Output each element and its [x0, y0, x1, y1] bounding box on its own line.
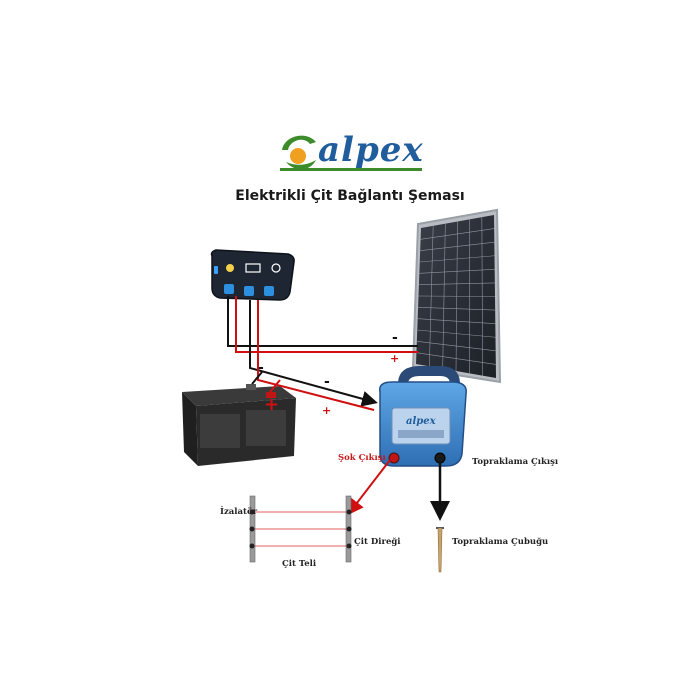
- insulator-left-top: [249, 509, 255, 515]
- wire-controller-negative: [249, 300, 378, 407]
- battery-terminal-negative: [246, 384, 256, 390]
- logo-swoosh-icon: [282, 135, 316, 150]
- solar-panel-gridline: [420, 241, 495, 251]
- controller-battery-icon: [245, 263, 261, 273]
- energizer-ground-terminal: [434, 452, 446, 464]
- brand-name: alpex: [318, 130, 424, 170]
- solar-panel-gridline: [419, 255, 495, 263]
- solar-panel-grid: [416, 217, 496, 376]
- controller-terminal-2: [244, 286, 254, 296]
- logo-ground-icon: [280, 168, 422, 171]
- energizer-badge: alpex: [406, 416, 437, 427]
- controller-terminal-3: [264, 286, 274, 296]
- battery-terminal-positive: [266, 392, 276, 398]
- solar-panel-gridline: [419, 269, 495, 274]
- insulator-left-bottom: [249, 543, 255, 549]
- insulator-label: İzalatör: [220, 504, 258, 517]
- battery-label-right: [246, 410, 286, 446]
- solar-panel-gridline: [420, 228, 495, 240]
- fence: [249, 495, 352, 563]
- solar-panel-gridline: [417, 318, 496, 324]
- insulator-right-top: [346, 509, 352, 515]
- wire-panel-positive: [235, 296, 418, 353]
- solar-panel: [411, 208, 502, 384]
- insulator-left-middle: [249, 526, 255, 532]
- battery-label: [200, 414, 240, 448]
- energizer-handle: [398, 366, 460, 384]
- controller-bulb-icon: [271, 263, 281, 273]
- battery-front: [182, 392, 198, 466]
- solar-panel-gridline: [416, 352, 496, 365]
- logo-sun-icon: [290, 148, 306, 164]
- wire-controller-positive: [257, 300, 375, 411]
- ground-rod-label: Topraklama Çubuğu: [452, 537, 548, 547]
- ground-output-label: Topraklama Çıkışı: [472, 457, 559, 467]
- controller-terminal-1: [224, 284, 234, 294]
- ground-rod: [436, 527, 444, 573]
- energizer-badge-text-lines: [398, 430, 444, 438]
- energizer-negative-sign: -: [324, 374, 330, 390]
- wire-panel-negative: [227, 296, 418, 347]
- energizer-shock-terminal: [388, 452, 400, 464]
- insulator-right-bottom: [346, 543, 352, 549]
- solar-panel-gridline: [418, 295, 496, 297]
- controller-sun-icon: [226, 264, 234, 272]
- solar-panel-gridline: [418, 307, 496, 311]
- logo-leaf-icon: [286, 160, 316, 170]
- charge-controller: [210, 249, 295, 301]
- energizer: alpex: [379, 366, 467, 467]
- panel-positive-sign: +: [390, 352, 399, 365]
- battery-positive-sign: +: [264, 394, 279, 415]
- fence-post-label: Çit Direği: [354, 537, 401, 547]
- alpex-logo: [280, 135, 422, 171]
- ground-rod-shaft: [437, 527, 443, 573]
- energizer-positive-sign: +: [322, 404, 331, 417]
- wire-battery-positive: [269, 379, 281, 393]
- solar-panel-gridline: [418, 282, 495, 285]
- fence-wire-label: Çit Teli: [282, 559, 317, 569]
- solar-panel-gridline: [416, 341, 496, 352]
- wires: [227, 296, 450, 521]
- shock-output-label: Şok Çıkışı: [338, 453, 387, 463]
- insulator-right-middle: [346, 526, 352, 532]
- battery-top: [182, 386, 296, 406]
- page-title: Elektrikli Çit Bağlantı Şeması: [235, 188, 465, 204]
- wire-battery-negative: [251, 371, 263, 385]
- controller-negative-sign: -: [258, 360, 264, 376]
- wire-shock-to-fence: [347, 459, 391, 516]
- controller-status-led: [214, 266, 218, 274]
- panel-negative-sign: -: [392, 330, 398, 346]
- solar-panel-gridline: [417, 329, 496, 338]
- battery: [182, 384, 296, 466]
- brand-name-text: alpex: [318, 130, 424, 170]
